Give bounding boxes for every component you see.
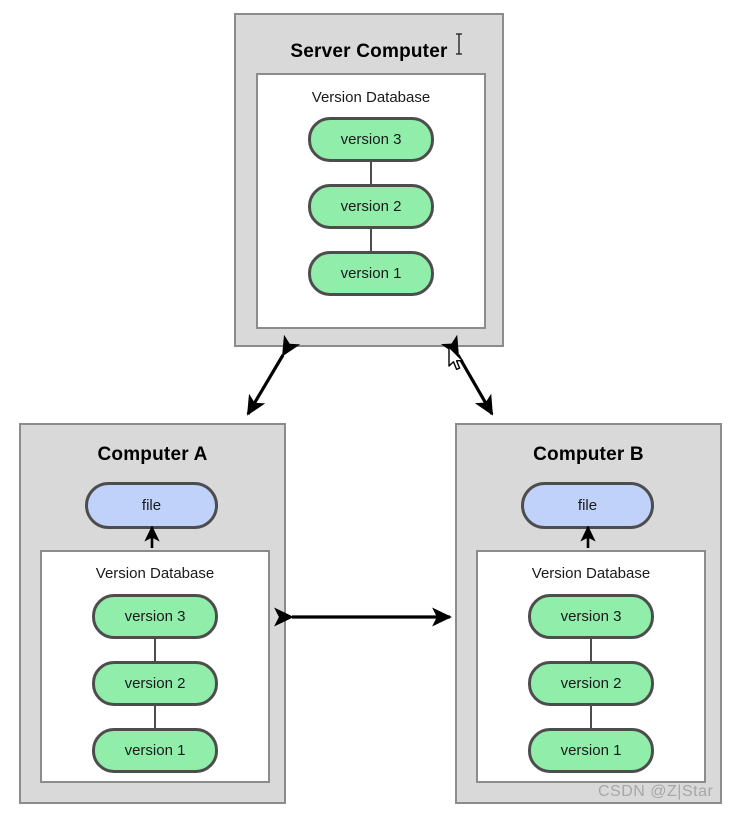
text-ibeam-cursor-icon bbox=[456, 33, 462, 55]
computer-a-version-database-title: Version Database bbox=[95, 565, 215, 582]
version-pill[interactable]: version 3 bbox=[528, 594, 654, 639]
version-pill[interactable]: version 1 bbox=[92, 728, 218, 773]
computer-b-version-database-title: Version Database bbox=[531, 565, 651, 582]
version-connector-line bbox=[154, 639, 156, 661]
version-pill[interactable]: version 2 bbox=[308, 184, 434, 229]
computer-a-version-stack: version 3 version 2 version 1 bbox=[42, 594, 268, 773]
version-connector-line bbox=[590, 706, 592, 728]
computer-b-panel[interactable]: Computer B file Version Database version… bbox=[455, 423, 722, 804]
computer-a-version-database-panel: Version Database version 3 version 2 ver… bbox=[40, 550, 270, 783]
version-connector-line bbox=[370, 162, 372, 184]
server-version-database-title: Version Database bbox=[311, 89, 431, 106]
server-computer-panel[interactable]: Server Computer Version Database version… bbox=[234, 13, 504, 347]
computer-b-file-pill[interactable]: file bbox=[521, 482, 654, 529]
server-version-database-panel: Version Database version 3 version 2 ver… bbox=[256, 73, 486, 329]
computer-a-file-pill[interactable]: file bbox=[85, 482, 218, 529]
version-pill[interactable]: version 1 bbox=[308, 251, 434, 296]
version-connector-line bbox=[590, 639, 592, 661]
server-version-stack: version 3 version 2 version 1 bbox=[258, 117, 484, 296]
computer-b-version-database-panel: Version Database version 3 version 2 ver… bbox=[476, 550, 706, 783]
computer-b-version-stack: version 3 version 2 version 1 bbox=[478, 594, 704, 773]
computer-a-title: Computer A bbox=[97, 444, 208, 465]
version-pill[interactable]: version 2 bbox=[528, 661, 654, 706]
computer-b-title: Computer B bbox=[533, 444, 644, 465]
mouse-pointer-icon bbox=[448, 346, 464, 371]
version-pill[interactable]: version 2 bbox=[92, 661, 218, 706]
version-connector-line bbox=[154, 706, 156, 728]
csdn-watermark: CSDN @Z|Star bbox=[598, 783, 714, 800]
server-computer-title: Server Computer bbox=[290, 41, 448, 62]
version-pill[interactable]: version 1 bbox=[528, 728, 654, 773]
arrow-server-to-computer-a bbox=[246, 334, 301, 416]
version-pill[interactable]: version 3 bbox=[92, 594, 218, 639]
computer-a-panel[interactable]: Computer A file Version Database version… bbox=[19, 423, 286, 804]
version-pill[interactable]: version 3 bbox=[308, 117, 434, 162]
version-connector-line bbox=[370, 229, 372, 251]
